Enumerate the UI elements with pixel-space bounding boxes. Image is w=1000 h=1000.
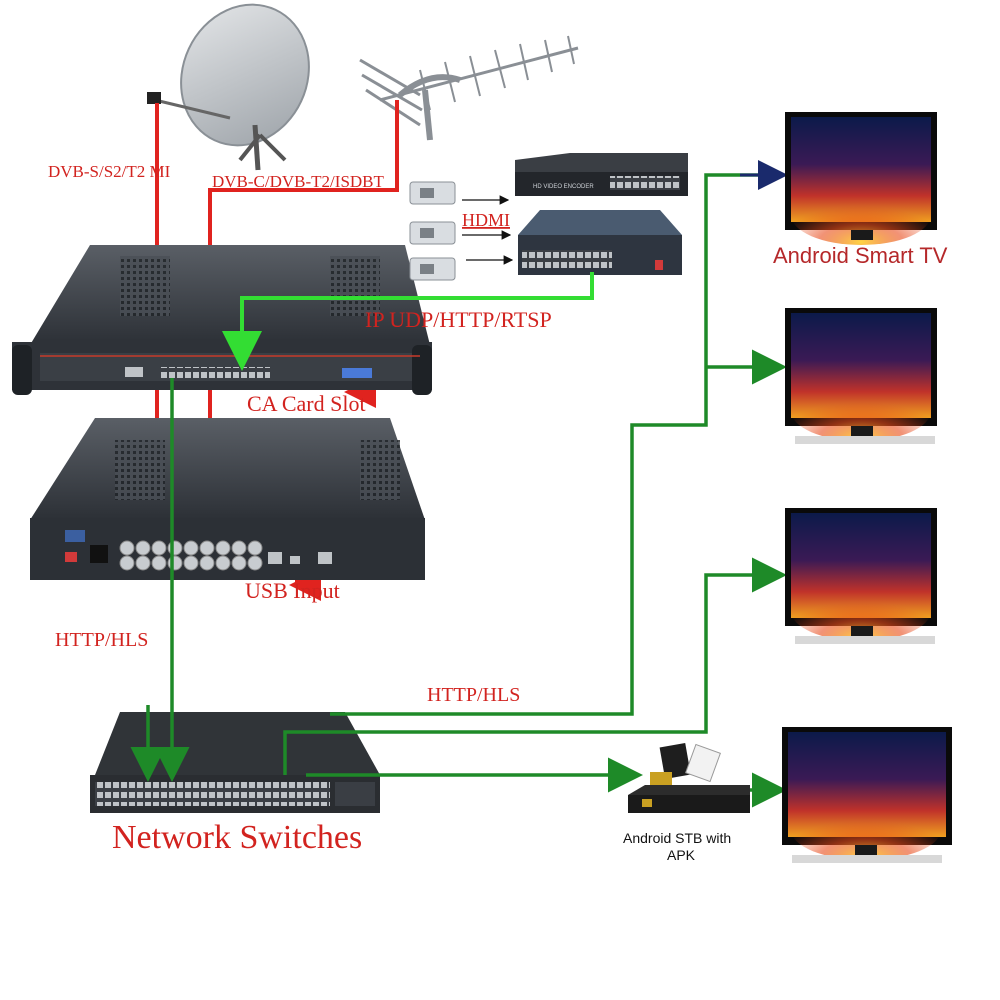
hdmi-arrows [462,195,514,265]
stb-label-line2: APK [667,847,696,863]
hd-video-encoder-1: HD VIDEO ENCODER [515,153,688,196]
encoder-front-label: HD VIDEO ENCODER [533,184,594,190]
tuner-device [30,418,425,580]
set-top-box-icon [628,742,750,813]
ca-slot-label: CA Card Slot [247,391,366,416]
stb-label: Android STB with APK [623,830,735,863]
distribution-lines [130,173,787,808]
tv-icon [785,508,937,644]
ip-input-label: IP UDP/HTTP/RTSP [365,307,552,332]
satellite-dish-icon [147,3,310,171]
stb-label-line1: Android STB with [623,830,731,846]
tv-icon [785,308,937,444]
http-hls-mid-label: HTTP/HLS [427,684,520,706]
hdmi-label: HDMI [462,210,510,230]
usb-input-label: USB Input [245,578,340,603]
smart-tv-label: Android Smart TV [773,243,948,268]
hd-video-encoder-2 [518,210,682,275]
network-switch-device [90,712,380,813]
yagi-antenna-icon [359,35,579,141]
sat-signal-label: DVB-S/S2/T2 MI [48,162,171,181]
network-switches-label: Network Switches [112,819,362,856]
hdmi-source-icon [409,181,456,281]
terr-signal-label: DVB-C/DVB-T2/ISDBT [212,172,385,191]
http-hls-left-label: HTTP/HLS [55,629,148,651]
tv-icon [785,112,937,245]
ip-input-line [222,272,594,371]
tv-icon [782,727,952,863]
